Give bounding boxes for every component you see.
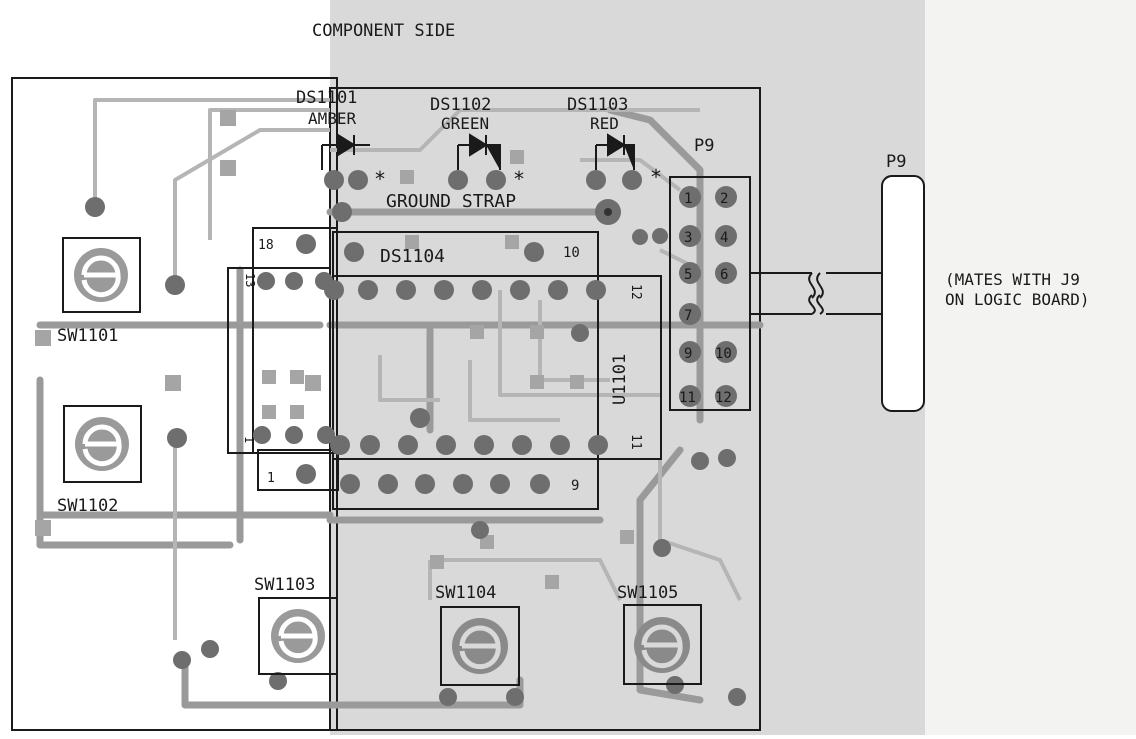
header-pin-12: 12 [715,385,737,407]
pad [324,170,344,190]
display-pin-18: 18 [258,238,274,253]
pad [586,170,606,190]
switch-body [440,606,520,686]
svg-text:1: 1 [684,191,692,207]
ic-pads-bottom [253,426,608,455]
svg-text:2: 2 [720,191,728,207]
svg-text:5: 5 [684,267,692,283]
switch-symbol [278,616,318,659]
switch-body [623,604,702,685]
header-outline [669,176,751,411]
led-color: AMBER [308,109,357,128]
led-ds1103: DS1103 RED * [567,95,662,190]
svg-text:7: 7 [684,308,692,324]
mates-note-line-2: ON LOGIC BOARD) [945,290,1090,309]
pad [448,170,468,190]
display-pin-9: 9 [571,478,579,494]
ic-outline-left [227,267,331,454]
traces [36,106,764,709]
ic-ref: U1101 [610,354,630,405]
svg-text:11: 11 [679,390,696,406]
svg-text:6: 6 [720,267,728,283]
header-pin-6: 6 [715,262,737,284]
display-outline-bottom [257,449,339,491]
svg-text:12: 12 [715,390,732,406]
switch-ref: SW1105 [617,583,678,603]
ic-pin-13: 13 [243,273,257,287]
paper-left [0,0,330,735]
ic-pads-top [257,272,606,300]
led-color: GREEN [441,114,489,133]
display-ref: DS1104 [380,246,445,267]
title: COMPONENT SIDE [312,21,455,41]
square-pads [35,110,634,589]
connector-body [881,175,925,412]
header-pin-10: 10 [715,341,737,363]
switch-sw1103: SW1103 [254,575,338,675]
diode-symbol [457,133,501,170]
display-pin-1: 1 [267,471,275,486]
switch-symbol [82,424,122,467]
led-ref: DS1101 [296,88,357,108]
switch-sw1101: SW1101 [57,237,141,346]
diode-symbol [595,133,635,170]
switch-ref: SW1103 [254,575,315,595]
header-pin-2: 2 [715,186,737,208]
header-pin-4: 4 [715,225,737,247]
header-pin-7: 7 [679,303,701,325]
switch-body [63,405,142,483]
led-marker: * [650,165,662,189]
led-color: RED [590,114,619,133]
svg-text:3: 3 [684,230,692,246]
display-pads-top [296,234,544,262]
switch-ref: SW1102 [57,496,118,516]
pad [348,170,368,190]
switch-ref: SW1104 [435,583,496,603]
ic-pin-12: 12 [628,284,643,300]
svg-text:9: 9 [684,346,692,362]
switch-ref: SW1101 [57,326,118,346]
led-ref: DS1102 [430,95,491,115]
header-ref: P9 [694,136,714,156]
switch-body [258,597,338,675]
header-pin-1: 1 [679,186,701,208]
led-ds1102: DS1102 GREEN * [430,95,525,191]
svg-text:10: 10 [715,346,732,362]
switch-symbol [81,255,121,298]
led-marker: * [513,167,525,191]
header-pin-11: 11 [679,385,701,407]
connector-ref: P9 [886,152,906,172]
switch-symbol [459,625,501,670]
header-pin-9: 9 [679,341,701,363]
switch-body [62,237,141,313]
header-pin-3: 3 [679,225,701,247]
pad [486,170,506,190]
switch-symbol [641,624,683,669]
ground-strap-pad-left [332,202,352,222]
mates-note-line-1: (MATES WITH J9 [945,270,1080,289]
led-ds1101: DS1101 AMBER * [296,88,386,191]
diode-symbol [322,133,370,157]
ground-strap-label: GROUND STRAP [386,191,516,212]
ribbon-cable [750,272,882,315]
switch-sw1104: SW1104 [435,583,520,686]
ic-pin-11: 11 [628,434,643,450]
ground-strap-hole [604,208,612,216]
display-pin-10: 10 [563,245,580,261]
header-pins: 1 2 3 4 5 6 7 9 10 11 12 [679,186,737,407]
switch-sw1102: SW1102 [57,405,142,516]
ic-outline-right [332,275,662,460]
led-ref: DS1103 [567,95,628,115]
led-marker: * [374,167,386,191]
paper-right [925,0,1136,735]
pad [622,170,642,190]
svg-text:4: 4 [720,230,728,246]
header-pin-5: 5 [679,262,701,284]
ic-pin-1: 1 [242,436,256,443]
switch-sw1105: SW1105 [617,583,702,685]
display-pads-bottom [296,464,550,494]
misc-pads [85,197,746,706]
